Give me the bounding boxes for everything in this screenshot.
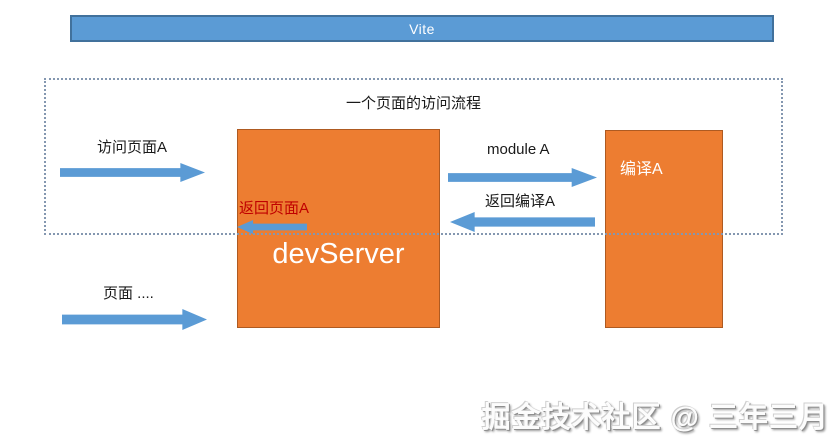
vite-bar-label: Vite (409, 20, 435, 37)
label-page-more: 页面 .... (103, 285, 154, 302)
page-access-flow-box (44, 78, 783, 235)
label-return-page-a: 返回页面A (239, 200, 310, 217)
label-visit-page-a: 访问页面A (97, 139, 168, 156)
compile-a-label: 编译A (620, 161, 663, 178)
label-return-compiled-a: 返回编译A (485, 193, 556, 210)
devserver-label: devServer (272, 238, 405, 270)
watermark-text: 掘金技术社区 @ 三年三月 (481, 402, 829, 434)
vite-bar: Vite (70, 15, 774, 42)
node-compile-a: 编译A (605, 130, 723, 328)
arrow-page-more-icon (62, 309, 207, 330)
flow-box-title: 一个页面的访问流程 (345, 95, 481, 112)
label-module-a: module A (487, 141, 550, 158)
